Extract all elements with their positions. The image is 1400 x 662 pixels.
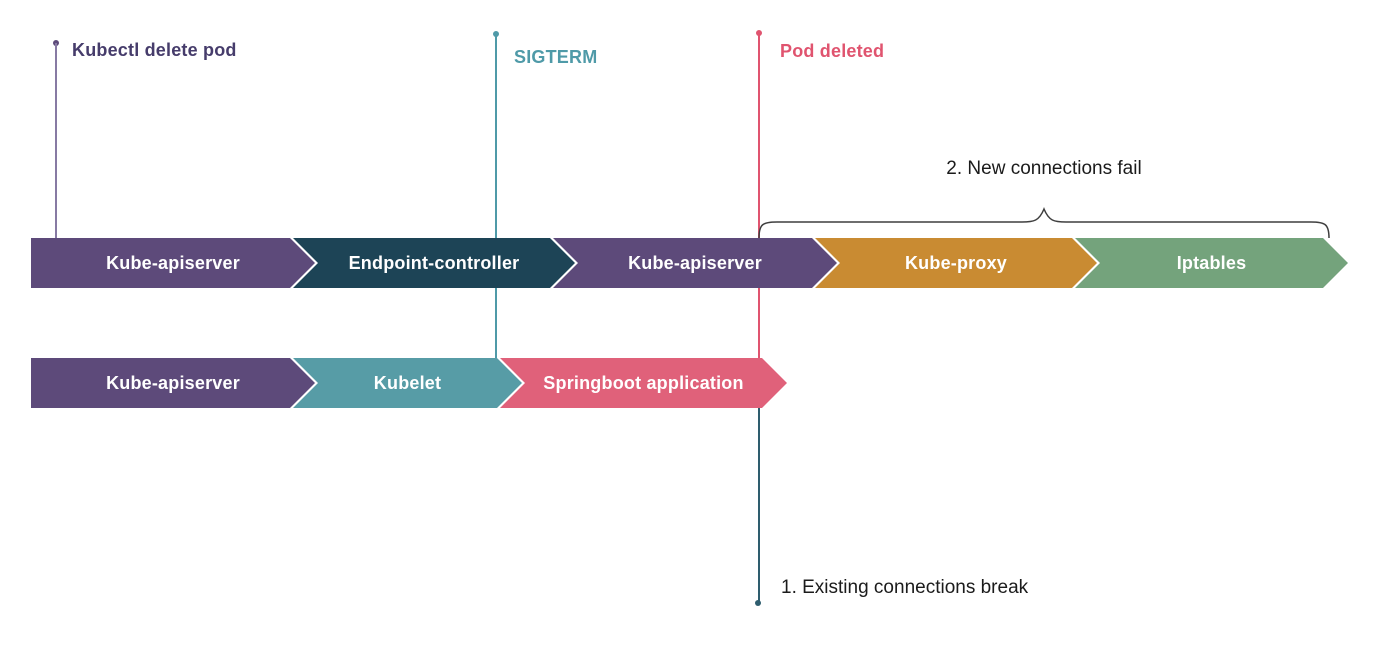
existing-connections-break-label: 1. Existing connections break xyxy=(781,577,1029,598)
chevron-kube-apiserver-2: Kube-apiserver xyxy=(553,238,837,288)
chevron-label: Kube-proxy xyxy=(904,252,1007,273)
chevron-label: Kube-apiserver xyxy=(106,252,240,273)
chevron-label: Kubelet xyxy=(373,372,442,393)
chevron-iptables: Iptables xyxy=(1075,238,1348,288)
sigterm-label: SIGTERM xyxy=(514,47,598,67)
chevron-label: Endpoint-controller xyxy=(348,252,520,273)
pod-deleted-line xyxy=(758,33,760,358)
chevron-label: Iptables xyxy=(1176,252,1247,273)
existing-connections-line xyxy=(758,408,760,602)
brace-new-connections xyxy=(758,207,1330,239)
chevron-label: Springboot application xyxy=(543,372,744,393)
chevron-kube-apiserver-1: Kube-apiserver xyxy=(31,238,315,288)
chevron-kube-proxy: Kube-proxy xyxy=(815,238,1097,288)
existing-connections-dot xyxy=(755,600,761,606)
chevron-kubelet: Kubelet xyxy=(293,358,522,408)
chevron-label: Kube-apiserver xyxy=(628,252,762,273)
chevron-endpoint-controller: Endpoint-controller xyxy=(293,238,575,288)
chevron-label: Kube-apiserver xyxy=(106,372,240,393)
sigterm-line xyxy=(495,34,497,358)
kubectl-delete-pod-label: Kubectl delete pod xyxy=(72,40,237,60)
chevron-springboot-application: Springboot application xyxy=(500,358,787,408)
chevron-kube-apiserver-3: Kube-apiserver xyxy=(31,358,315,408)
new-connections-fail-label: 2. New connections fail xyxy=(946,158,1142,179)
pod-deleted-label: Pod deleted xyxy=(780,41,885,61)
kubectl-delete-pod-line xyxy=(55,43,57,238)
